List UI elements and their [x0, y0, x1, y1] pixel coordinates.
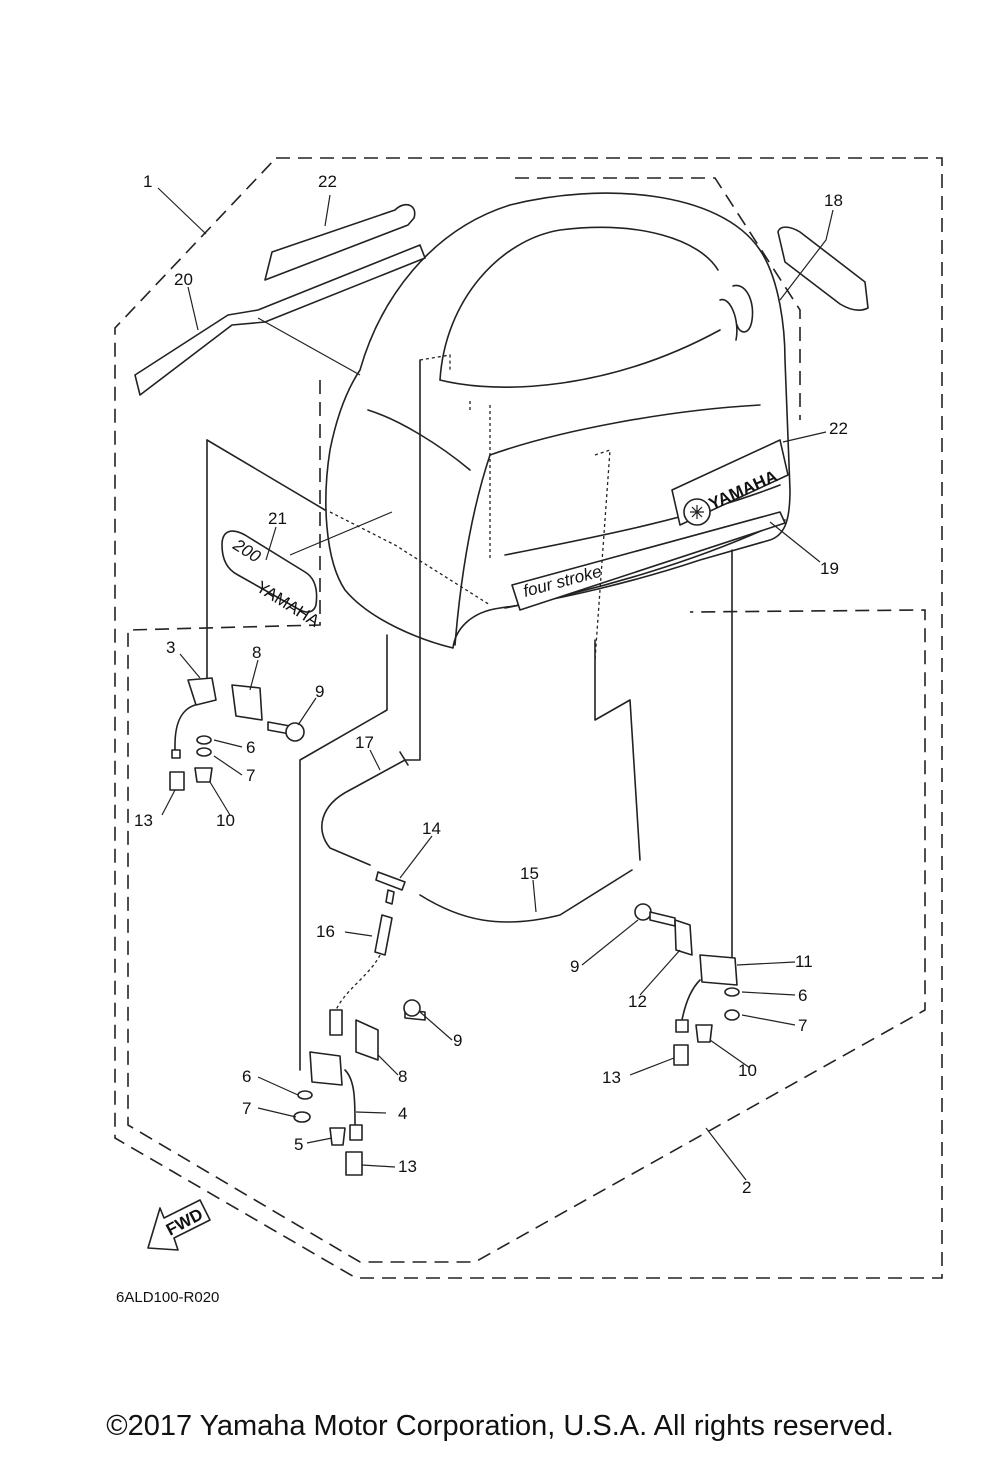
callout-19: 19	[820, 559, 839, 578]
callout-13: 13	[398, 1157, 417, 1176]
callout-6: 6	[798, 986, 807, 1005]
tube-15	[419, 869, 633, 923]
callout-7: 7	[798, 1016, 807, 1035]
callout-22: 22	[318, 172, 337, 191]
diagram-code: 6ALD100-R020	[116, 1289, 219, 1306]
callout-9: 9	[570, 957, 579, 976]
stripe-18	[777, 226, 869, 311]
tube-17	[321, 759, 406, 866]
callout-5: 5	[294, 1135, 303, 1154]
tube-16-lower	[329, 1009, 343, 1036]
callout-22: 22	[829, 419, 848, 438]
side-stripe-20	[134, 244, 426, 396]
callout-6: 6	[246, 738, 255, 757]
callout-3: 3	[166, 638, 175, 657]
callout-7: 7	[242, 1099, 251, 1118]
callout-13: 13	[134, 811, 153, 830]
callout-10: 10	[216, 811, 235, 830]
guide-line	[299, 634, 388, 1071]
horsepower-badge: 200 YAMAHA	[221, 530, 323, 631]
guide-line	[329, 511, 491, 606]
callout-4: 4	[398, 1104, 407, 1123]
guide-line	[404, 359, 421, 761]
callout-15: 15	[520, 864, 539, 883]
left-bracket-assembly	[169, 677, 305, 791]
guide-line	[594, 639, 641, 861]
callout-1: 1	[143, 172, 152, 191]
top-cowling	[325, 192, 791, 649]
callout-20: 20	[174, 270, 193, 289]
callout-21: 21	[268, 509, 287, 528]
callout-leaders	[157, 187, 834, 1181]
guide-line	[419, 354, 611, 661]
copyright-notice: ©2017 Yamaha Motor Corporation, U.S.A. A…	[106, 1410, 894, 1442]
stripe-22-top	[264, 203, 416, 281]
center-bracket-assembly	[293, 999, 426, 1176]
callout-17: 17	[355, 733, 374, 752]
callout-6: 6	[242, 1067, 251, 1086]
callout-8: 8	[252, 643, 261, 662]
callout-11: 11	[795, 952, 813, 971]
joint-14	[375, 871, 406, 905]
callout-8: 8	[398, 1067, 407, 1086]
callout-10: 10	[738, 1061, 757, 1080]
callout-9: 9	[453, 1031, 462, 1050]
tube-16	[374, 914, 393, 956]
forward-arrow-icon: FWD	[147, 1199, 211, 1251]
callout-13: 13	[602, 1068, 621, 1087]
guide-line	[206, 439, 326, 511]
cowling-group-boundary	[127, 177, 926, 1263]
callout-12: 12	[628, 992, 647, 1011]
callout-16: 16	[316, 922, 335, 941]
callout-7: 7	[246, 766, 255, 785]
callout-9: 9	[315, 682, 324, 701]
kit-boundary-1	[114, 157, 943, 1279]
callout-2: 2	[742, 1178, 751, 1197]
right-bracket-assembly	[634, 903, 740, 1066]
callout-14: 14	[422, 819, 441, 838]
callout-18: 18	[824, 191, 843, 210]
